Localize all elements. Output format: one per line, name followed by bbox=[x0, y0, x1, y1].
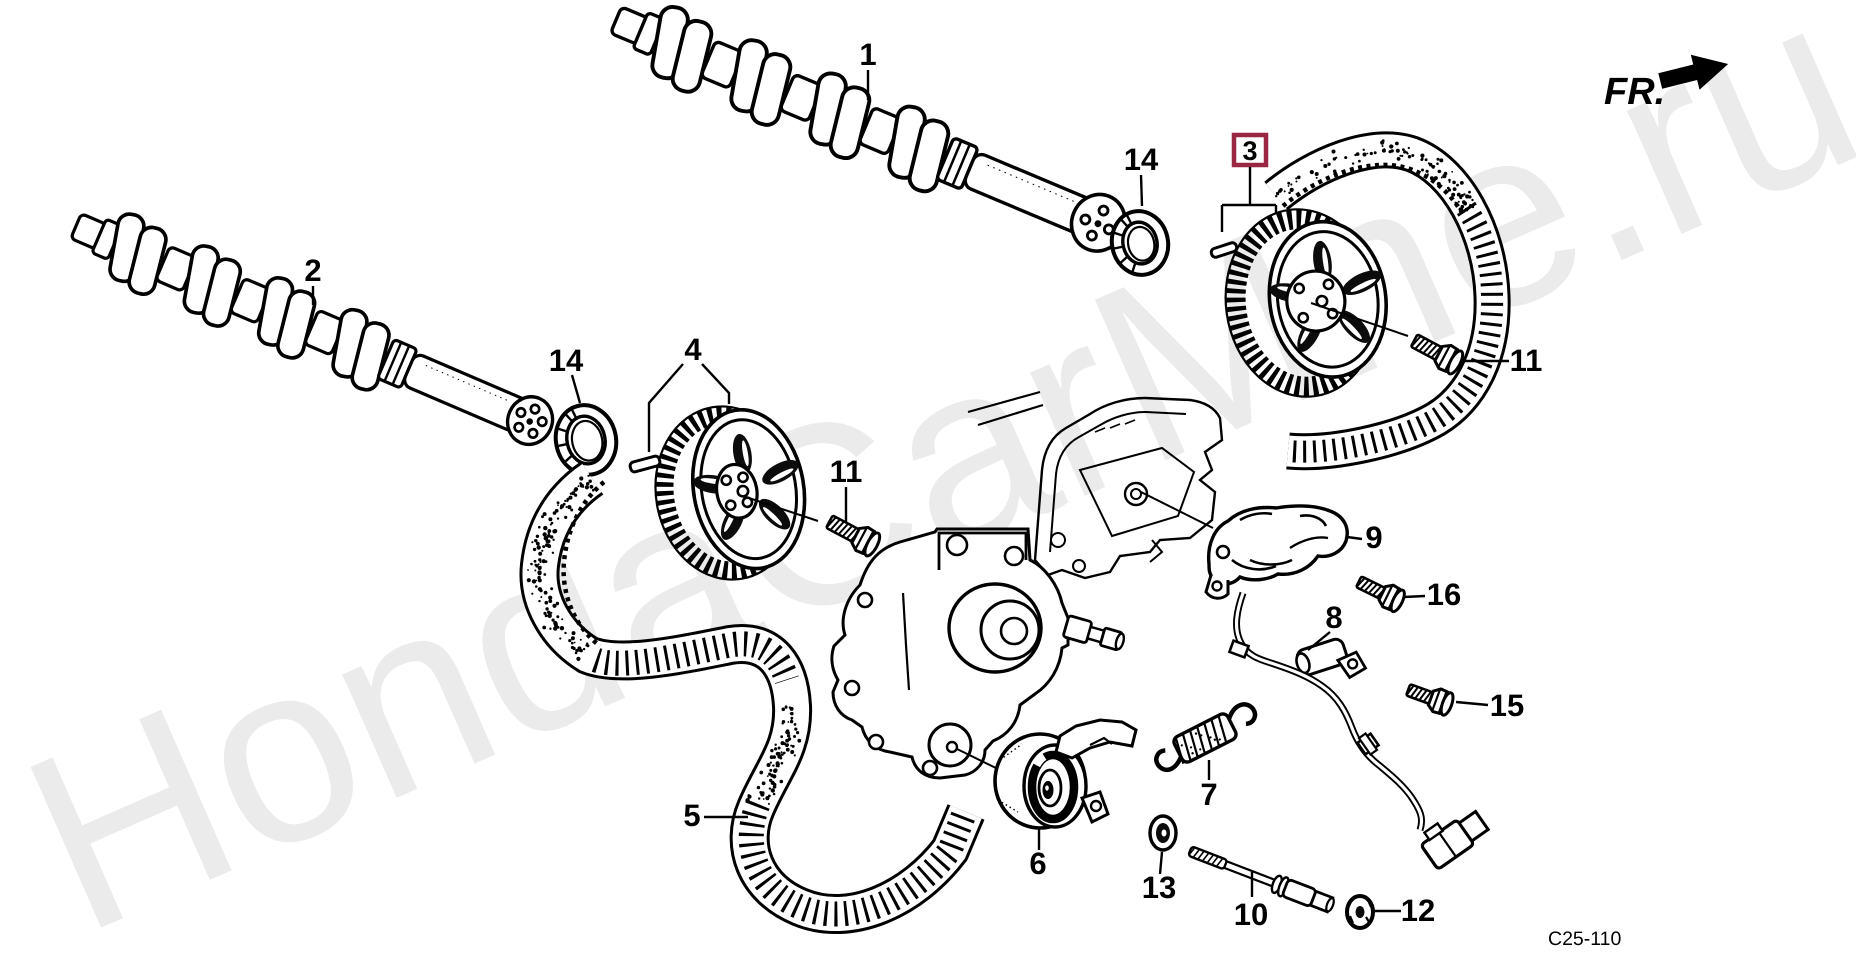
svg-text:FR.: FR. bbox=[1604, 71, 1665, 113]
svg-text:12: 12 bbox=[1401, 893, 1436, 928]
svg-text:11: 11 bbox=[830, 454, 863, 489]
svg-text:4: 4 bbox=[684, 332, 702, 367]
svg-text:14: 14 bbox=[1124, 142, 1159, 177]
svg-text:15: 15 bbox=[1490, 688, 1525, 723]
svg-text:8: 8 bbox=[1325, 600, 1342, 635]
svg-text:13: 13 bbox=[1142, 870, 1177, 905]
svg-text:C25-110: C25-110 bbox=[1548, 928, 1622, 950]
svg-text:1: 1 bbox=[859, 37, 876, 72]
svg-text:7: 7 bbox=[1200, 777, 1217, 812]
svg-text:16: 16 bbox=[1427, 577, 1462, 612]
svg-text:10: 10 bbox=[1234, 897, 1269, 932]
svg-text:2: 2 bbox=[304, 253, 321, 288]
svg-text:14: 14 bbox=[549, 343, 584, 378]
svg-text:3: 3 bbox=[1242, 136, 1257, 166]
svg-text:6: 6 bbox=[1029, 846, 1046, 881]
svg-text:9: 9 bbox=[1365, 520, 1382, 555]
svg-text:5: 5 bbox=[683, 798, 700, 833]
svg-text:11: 11 bbox=[1510, 343, 1543, 378]
